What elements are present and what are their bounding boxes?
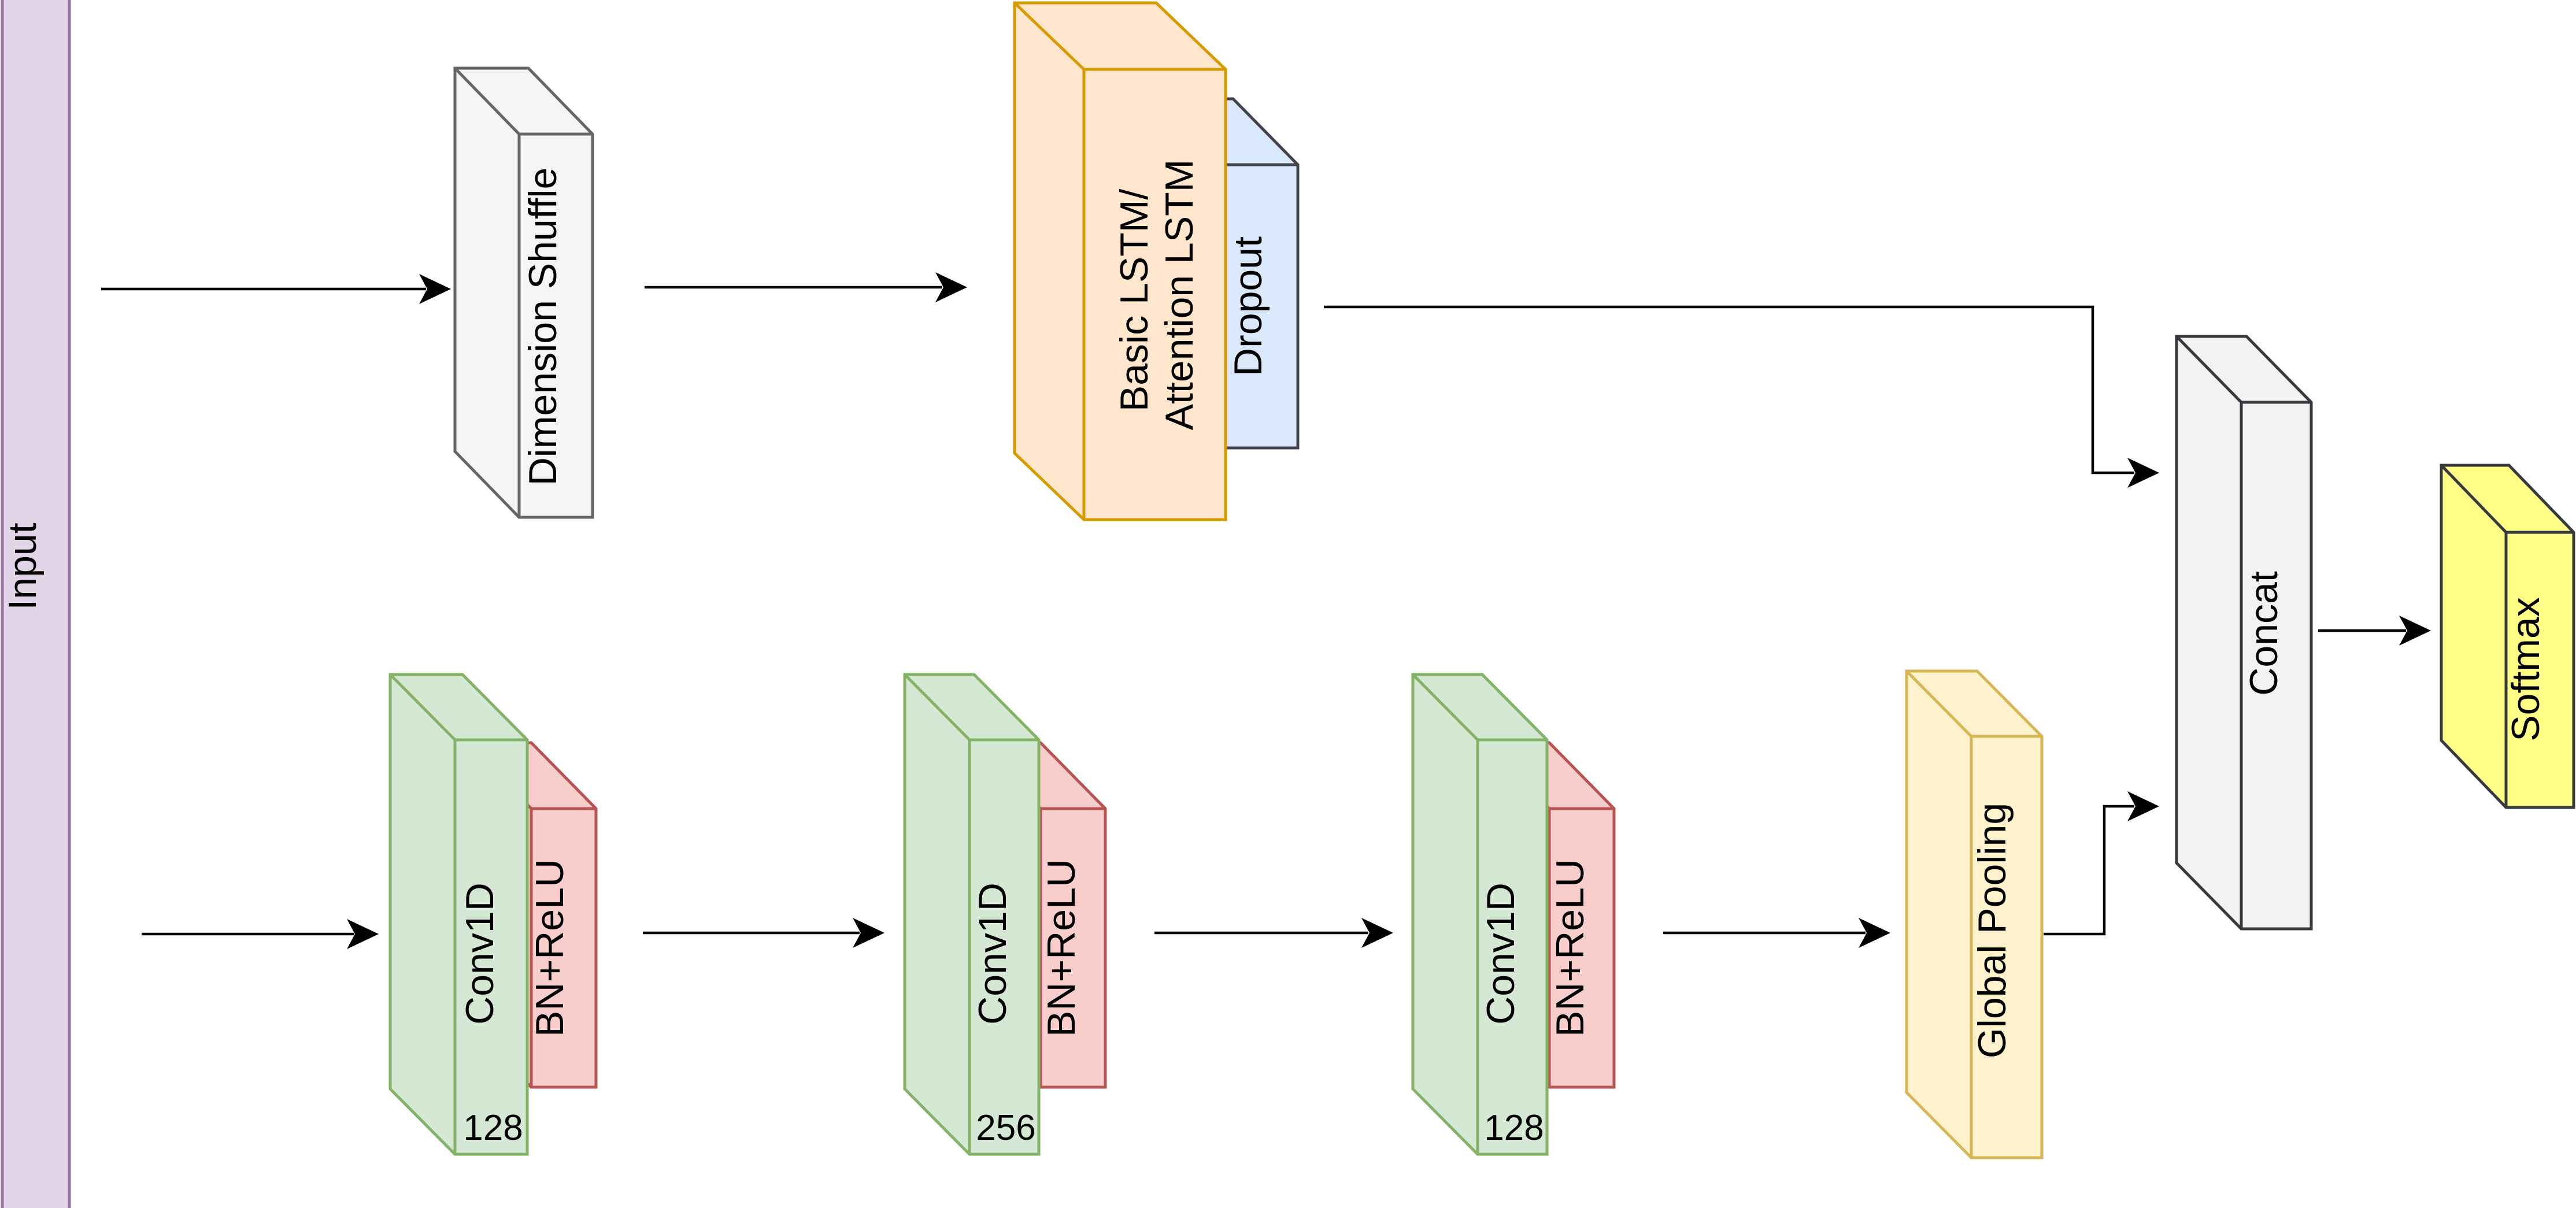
conv1d-node-3: Conv1D 128 — [1411, 673, 1549, 1156]
lstm-label-line1: Basic LSTM/ — [1112, 189, 1156, 412]
concat-cube — [2175, 335, 2313, 931]
input-label: Input — [1, 523, 45, 610]
conv1d-label-1: Conv1D — [458, 883, 502, 1025]
dimension-shuffle-cube-edges — [454, 67, 593, 517]
arrow-conv1-to-conv2 — [643, 918, 884, 948]
bn-relu-label-2: BN+ReLU — [1039, 859, 1083, 1037]
arrowhead-icon — [2127, 458, 2159, 488]
dimension-shuffle-node: Dimension Shuffle — [453, 66, 594, 519]
conv1d-cube-edges-1 — [389, 673, 527, 1154]
conv1d-node-1: Conv1D 128 — [388, 673, 529, 1156]
arrowhead-icon — [419, 274, 451, 304]
arrow-input-to-conv1 — [142, 919, 379, 949]
softmax-node: Softmax — [2440, 464, 2575, 809]
arrowhead-icon — [2399, 616, 2431, 646]
conv1d-label-3: Conv1D — [1479, 883, 1523, 1025]
arrowhead-icon — [347, 919, 379, 949]
arrowhead-icon — [935, 272, 967, 302]
conv1d-filters-3: 128 — [1484, 1108, 1544, 1148]
global-pooling-cube — [1905, 669, 2044, 1159]
concat-label: Concat — [2242, 571, 2286, 696]
conv1d-cube-edges-2 — [904, 673, 1039, 1154]
conv1d-cube-3 — [1411, 673, 1549, 1156]
conv1d-cube-edges-3 — [1412, 673, 1547, 1154]
arrowhead-icon — [1859, 918, 1890, 948]
conv1d-filters-2: 256 — [976, 1108, 1035, 1148]
conv1d-node-2: Conv1D 256 — [903, 673, 1041, 1156]
input-bar — [1, 0, 71, 1208]
arrow-conv3-to-global-pooling — [1663, 918, 1890, 948]
arrow-concat-to-softmax — [2318, 616, 2431, 646]
arrow-input-to-dimension-shuffle — [101, 274, 451, 304]
lstm-node: Basic LSTM/ Attention LSTM — [1013, 1, 1227, 521]
concat-node: Concat — [2175, 335, 2313, 931]
global-pooling-cube-edges — [1905, 670, 2042, 1158]
arrow-dimension-shuffle-to-lstm — [645, 272, 967, 302]
lstm-label-line2: Attention LSTM — [1157, 160, 1201, 431]
lstm-cube — [1013, 1, 1227, 521]
dropout-label: Dropout — [1226, 236, 1270, 376]
bn-relu-label-3: BN+ReLU — [1548, 859, 1592, 1037]
global-pooling-label: Global Pooling — [1970, 803, 2014, 1058]
input-node: Input — [1, 0, 71, 1208]
lstm-label: Basic LSTM/ Attention LSTM — [1112, 160, 1201, 431]
conv1d-cube-1 — [388, 673, 529, 1156]
global-pooling-node: Global Pooling — [1905, 669, 2044, 1159]
arrow-global-pooling-to-concat — [2044, 791, 2159, 936]
arrowhead-icon — [853, 918, 884, 948]
arrowhead-icon — [2127, 791, 2159, 821]
concat-cube-edges — [2175, 335, 2311, 929]
conv1d-label-2: Conv1D — [971, 883, 1015, 1025]
softmax-cube-edges — [2440, 464, 2574, 807]
dimension-shuffle-cube — [453, 66, 594, 519]
conv1d-filters-1: 128 — [463, 1108, 523, 1148]
arrow-lstm-to-concat — [1324, 305, 2159, 488]
arrow-conv2-to-conv3 — [1154, 918, 1393, 948]
bn-relu-label-1: BN+ReLU — [528, 859, 572, 1037]
arrowhead-icon — [1361, 918, 1393, 948]
softmax-label: Softmax — [2504, 597, 2548, 741]
conv1d-cube-2 — [903, 673, 1041, 1156]
arrows — [101, 272, 2431, 949]
dimension-shuffle-label: Dimension Shuffle — [521, 168, 565, 486]
lstm-cube-edges — [1013, 2, 1226, 520]
